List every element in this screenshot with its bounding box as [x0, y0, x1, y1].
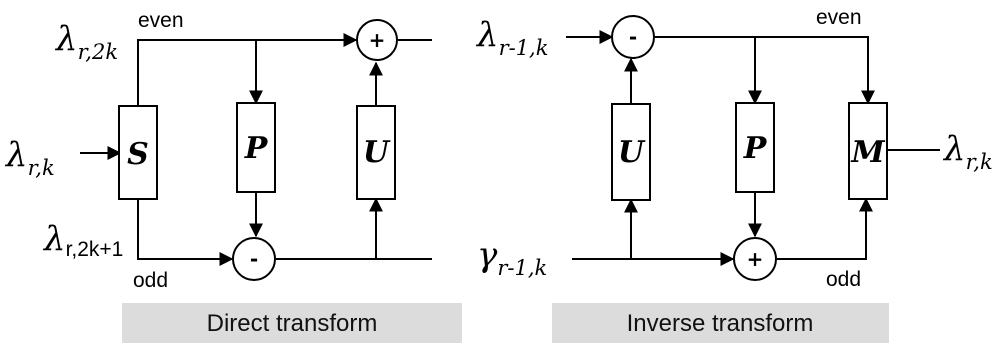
- merge-block-label: M: [850, 135, 885, 170]
- direct-update-block: [356, 105, 396, 200]
- direct-update-block-label: U: [363, 135, 391, 170]
- inverse-odd-label: odd: [826, 268, 861, 291]
- inverse-add-node: [733, 237, 777, 281]
- direct-predict-block-label: P: [244, 131, 269, 166]
- direct-subtract-node: [232, 237, 276, 281]
- inverse-caption-box: [552, 303, 889, 343]
- direct-caption: Direct transform: [207, 310, 378, 337]
- direct-even-label: even: [138, 9, 184, 32]
- direct-input-symbol: λr,k: [4, 135, 55, 180]
- direct-even-branch: [137, 33, 358, 106]
- inverse-output-symbol: λr,k: [942, 129, 993, 174]
- inverse-update-block-label: U: [618, 135, 646, 170]
- merge-block: [848, 102, 888, 200]
- inverse-subtract-symbol: -: [629, 25, 637, 49]
- direct-predict-block: [236, 102, 276, 193]
- inverse-transform: U P M - + λr-1,k γr-1,k λr,k even odd In…: [475, 6, 993, 343]
- inverse-even-label: even: [816, 6, 862, 29]
- direct-even-symbol: λr,2k: [54, 19, 118, 64]
- direct-transform: S P U + - λr,k λr,2k λr,2k+1 even odd Di…: [4, 9, 462, 343]
- inverse-update-block: [611, 103, 651, 201]
- direct-odd-branch: [137, 199, 234, 266]
- inverse-odd-branch: [777, 197, 873, 260]
- inverse-predict-block: [735, 102, 775, 193]
- split-block-label: S: [127, 137, 149, 172]
- inverse-top-input-symbol: λr-1,k: [475, 15, 548, 60]
- direct-odd-symbol: λr,2k+1: [42, 219, 123, 261]
- split-block: [118, 105, 158, 200]
- inverse-subtract-node: [611, 15, 655, 59]
- direct-odd-label: odd: [133, 269, 168, 292]
- inverse-even-branch: [655, 36, 875, 105]
- direct-caption-box: [122, 303, 462, 343]
- direct-add-node: [356, 19, 398, 61]
- inverse-predict-block-label: P: [743, 131, 768, 166]
- inverse-add-symbol: +: [747, 247, 764, 271]
- inverse-bottom-input-symbol: γr-1,k: [477, 235, 547, 280]
- inverse-caption: Inverse transform: [627, 310, 814, 337]
- direct-subtract-symbol: -: [250, 247, 258, 271]
- direct-add-symbol: +: [369, 28, 386, 52]
